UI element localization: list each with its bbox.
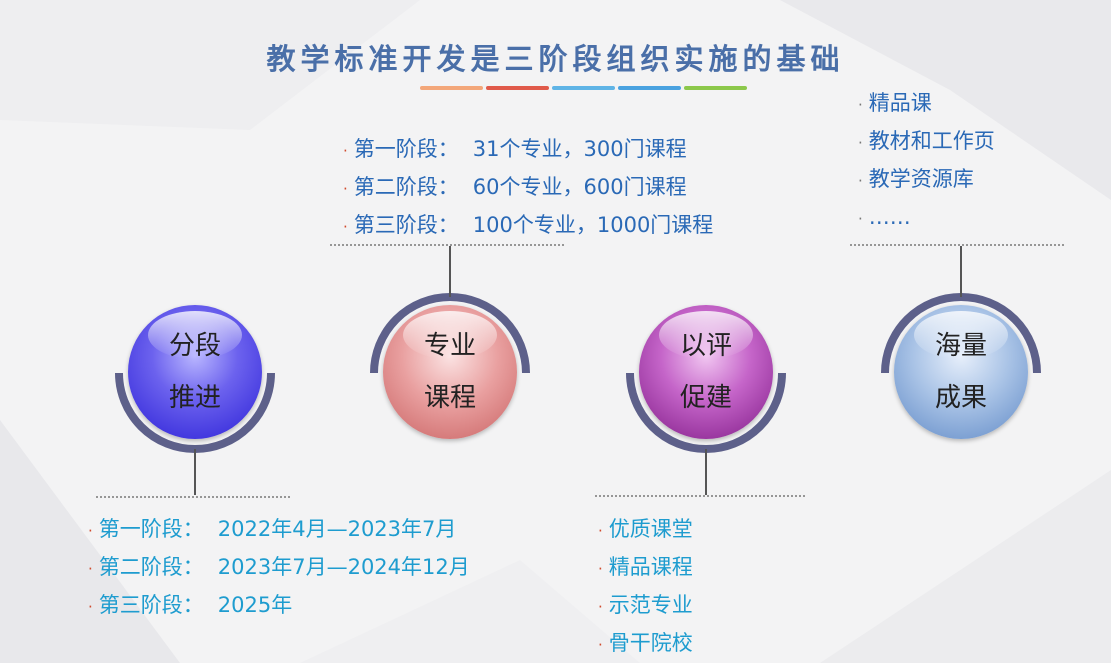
stage-value: 100个专业，1000门课程 [472,213,714,237]
underline-segment-1 [420,86,483,90]
bullet: · [598,522,603,540]
bullet: · [858,210,863,228]
node-4-line1: 海量 [934,331,987,361]
bullet: · [598,560,603,578]
stage-value: 31个专业，300门课程 [472,137,687,161]
evaluation-outcomes: · 优质课堂 · 精品课程 · 示范专业 · 骨干院校 [598,511,693,663]
node-3-line2: 促建 [679,383,732,413]
bullet: · [858,172,863,190]
node-4-line2: 成果 [934,383,987,413]
item-text: 教学资源库 [868,167,974,191]
stage-label: 第一阶段： [353,137,459,161]
list-item: · 第一阶段： 2022年4月—2023年7月 [88,511,470,549]
node-evaluation: 以评 促建 [639,305,773,439]
node-major-courses: 专业 课程 [383,305,517,439]
node-2-line1: 专业 [423,331,476,361]
stage-label: 第三阶段： [353,213,459,237]
stage-label: 第一阶段： [98,517,204,541]
list-item: · 骨干院校 [598,625,693,663]
item-text: 教材和工作页 [868,129,995,153]
node-segmented-advance: 分段 推进 [128,305,262,439]
stage-label: 第二阶段： [98,555,204,579]
node-1-line2: 推进 [168,383,221,413]
list-item: · 示范专业 [598,587,693,625]
bullet: · [598,636,603,654]
list-item: · 教材和工作页 [858,123,995,161]
node-3-line1: 以评 [679,331,732,361]
page-title: 教学标准开发是三阶段组织实施的基础 [266,42,845,76]
stage-label: 第二阶段： [353,175,459,199]
bullet: · [88,522,93,540]
item-text: 精品课 [868,91,932,115]
bullet: · [598,598,603,616]
stage-label: 第三阶段： [98,593,204,617]
underline-segment-3 [552,86,615,90]
underline-segment-5 [684,86,747,90]
stage-value: 2022年4月—2023年7月 [217,517,457,541]
item-text: 精品课程 [608,555,693,579]
major-course-stages: · 第一阶段： 31个专业，300门课程 · 第二阶段： 60个专业，600门课程 · 第… [343,131,713,245]
title-underline [420,86,747,90]
list-item: · 优质课堂 [598,511,693,549]
schedule-stages: · 第一阶段： 2022年4月—2023年7月 · 第二阶段： 2023年7月—2024… [88,511,470,625]
stage-value: 60个专业，600门课程 [472,175,687,199]
bullet: · [858,134,863,152]
list-item: · 精品课 [858,85,995,123]
underline-segment-4 [618,86,681,90]
node-outcomes: 海量 成果 [894,305,1028,439]
list-item: · 精品课程 [598,549,693,587]
item-text: 骨干院校 [608,631,693,655]
stage-value: 2025年 [217,593,293,617]
bullet: · [343,142,348,160]
bullet: · [858,96,863,114]
bullet: · [88,560,93,578]
node-2-line2: 课程 [423,383,476,413]
item-text: 优质课堂 [608,517,693,541]
list-item: · 第一阶段： 31个专业，300门课程 [343,131,713,169]
item-text: …… [868,205,911,229]
node-1-line1: 分段 [168,331,221,361]
list-item: · 第三阶段： 2025年 [88,587,470,625]
list-item: · 第二阶段： 2023年7月—2024年12月 [88,549,470,587]
list-item: · 教学资源库 [858,161,995,199]
bullet: · [343,218,348,236]
outcome-list: · 精品课 · 教材和工作页 · 教学资源库 · …… [858,85,995,237]
item-text: 示范专业 [608,593,693,617]
bullet: · [343,180,348,198]
list-item: · 第三阶段： 100个专业，1000门课程 [343,207,713,245]
list-item: · 第二阶段： 60个专业，600门课程 [343,169,713,207]
list-item: · …… [858,199,995,237]
bullet: · [88,598,93,616]
underline-segment-2 [486,86,549,90]
stage-value: 2023年7月—2024年12月 [217,555,470,579]
